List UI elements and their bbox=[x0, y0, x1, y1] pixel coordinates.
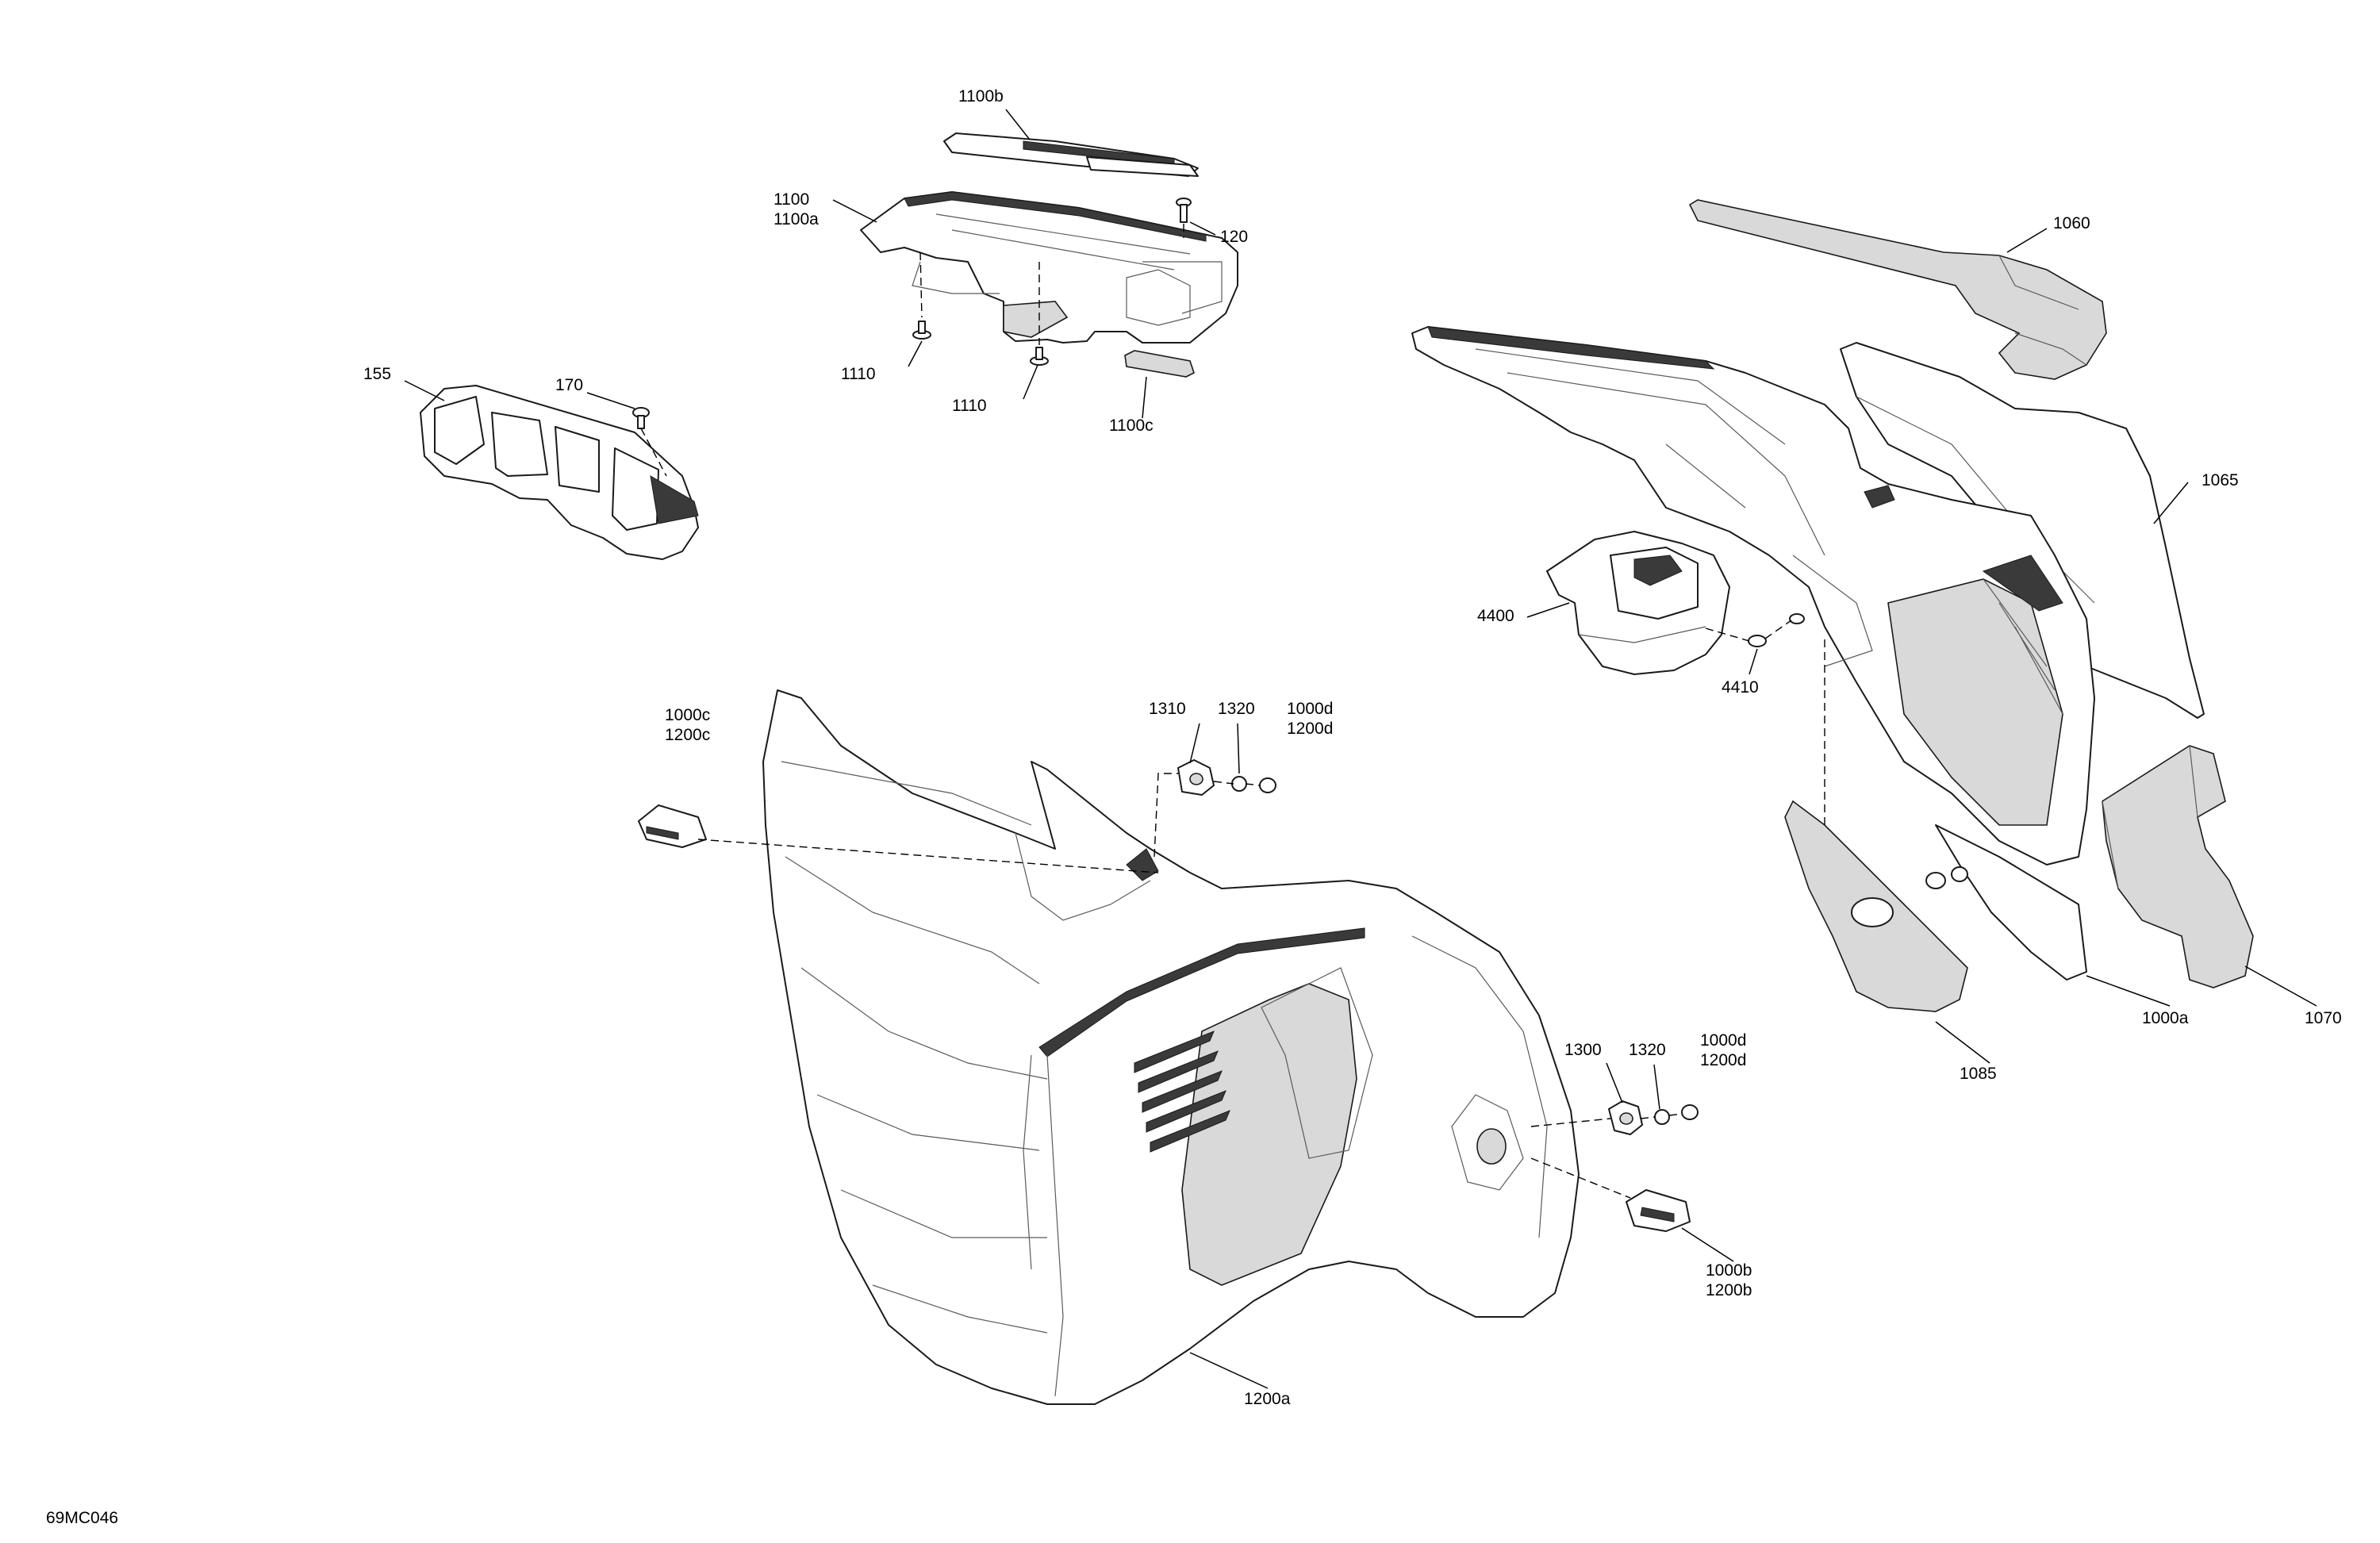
part-1000a-right-fairing bbox=[1411, 326, 2095, 981]
part-1310-bracket bbox=[1177, 759, 1215, 796]
part-120-screw bbox=[1176, 198, 1192, 223]
callout-1065: 1065 bbox=[2202, 471, 2239, 489]
part-1100c-strip bbox=[1124, 350, 1195, 378]
callout-1100b: 1100b bbox=[958, 87, 1004, 106]
leader-lines bbox=[404, 109, 2317, 1389]
callout-155: 155 bbox=[363, 365, 391, 383]
part-1070-block bbox=[2102, 745, 2254, 988]
callout-1000d-bottom: 1000d bbox=[1700, 1031, 1746, 1050]
part-1000b-clip bbox=[1626, 1189, 1691, 1232]
part-fastener-1000a bbox=[1925, 866, 1968, 889]
callout-labels: 1100b 1100 1100a 120 1110 1110 1100c 155… bbox=[46, 87, 2342, 1527]
callout-1200d-top: 1200d bbox=[1287, 720, 1333, 738]
callout-1200c: 1200c bbox=[665, 726, 710, 744]
callout-1000a: 1000a bbox=[2142, 1009, 2189, 1027]
callout-120: 120 bbox=[1220, 228, 1248, 246]
callout-1000b: 1000b bbox=[1706, 1261, 1752, 1280]
part-1100b-trim-strip bbox=[943, 132, 1199, 177]
assembly-lines bbox=[640, 224, 1825, 1199]
callout-1100a: 1100a bbox=[774, 210, 819, 228]
callout-1310: 1310 bbox=[1149, 700, 1186, 718]
drawing-code: 69MC046 bbox=[46, 1509, 118, 1527]
part-4400-module bbox=[1546, 531, 1730, 675]
part-1200a-left-fairing bbox=[762, 689, 1580, 1405]
callout-1070: 1070 bbox=[2305, 1009, 2342, 1027]
callout-1060: 1060 bbox=[2053, 214, 2090, 232]
part-1000c-clip bbox=[638, 804, 707, 848]
callout-1200d-bottom: 1200d bbox=[1700, 1051, 1746, 1069]
part-1000d-screw-bottom bbox=[1681, 1104, 1699, 1120]
part-1085-block bbox=[1784, 800, 1968, 1012]
part-1300-bracket bbox=[1608, 1100, 1643, 1135]
part-170-screw bbox=[632, 407, 650, 429]
callout-1000d-top: 1000d bbox=[1287, 700, 1333, 718]
callout-1320-top: 1320 bbox=[1218, 700, 1255, 718]
part-1000d-screw-top bbox=[1259, 777, 1276, 793]
part-1100-upper-console bbox=[860, 191, 1238, 344]
callout-1100c: 1100c bbox=[1109, 416, 1154, 435]
callout-1320-bottom: 1320 bbox=[1629, 1041, 1666, 1059]
callout-1100: 1100 bbox=[774, 190, 809, 209]
part-1320-washer-bottom bbox=[1654, 1109, 1670, 1125]
callout-1000c: 1000c bbox=[665, 706, 710, 724]
part-155-gauge-panel bbox=[420, 385, 699, 560]
callout-4400: 4400 bbox=[1477, 607, 1514, 625]
part-1320-washer-top bbox=[1231, 776, 1247, 792]
callout-4410: 4410 bbox=[1722, 678, 1759, 697]
part-1110-screw-left bbox=[912, 320, 931, 340]
callout-1200b: 1200b bbox=[1706, 1281, 1752, 1299]
part-1110-screw-bottom bbox=[1030, 347, 1049, 366]
part-1060-cover bbox=[1688, 199, 2107, 380]
callout-1085: 1085 bbox=[1960, 1065, 1997, 1083]
callout-1300: 1300 bbox=[1564, 1041, 1602, 1059]
callout-170: 170 bbox=[555, 376, 583, 394]
callout-1200a: 1200a bbox=[1244, 1390, 1291, 1408]
callout-1110-bottom: 1110 bbox=[952, 397, 987, 415]
callout-1110-left: 1110 bbox=[841, 365, 876, 383]
